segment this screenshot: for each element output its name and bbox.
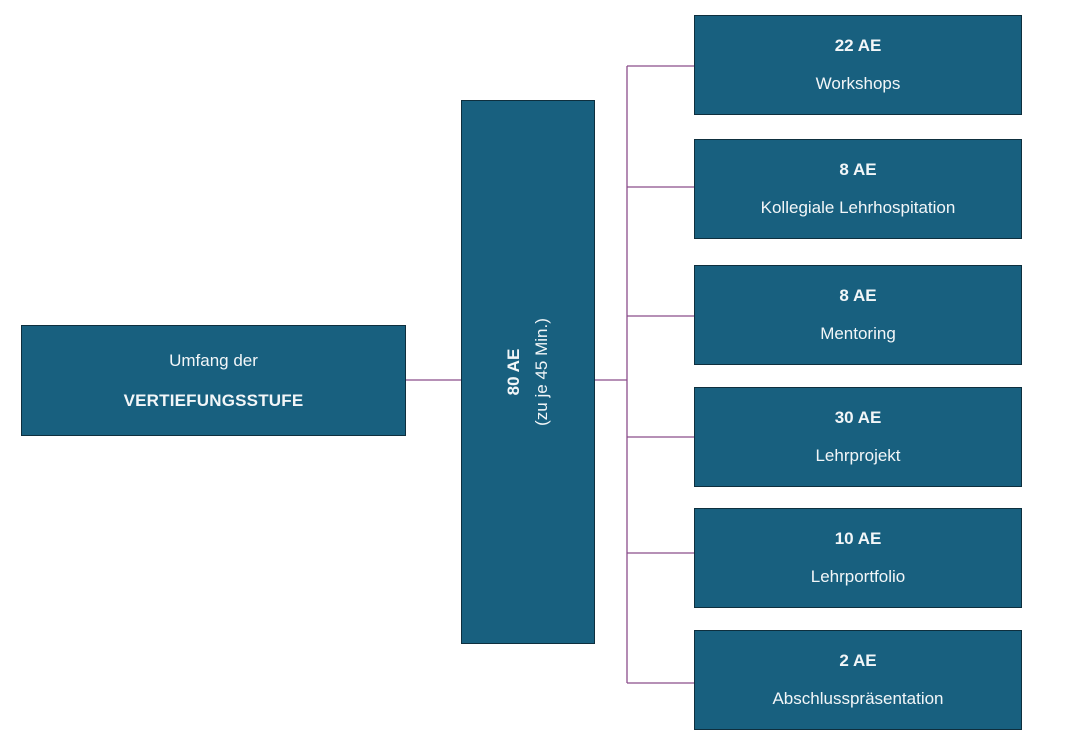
component-amount: 8 AE — [839, 286, 877, 305]
root-node-subtitle: Umfang der — [169, 350, 258, 370]
component-label: Mentoring — [820, 324, 896, 343]
component-amount: 8 AE — [839, 160, 877, 179]
component-label: Kollegiale Lehrhospitation — [760, 198, 956, 217]
component-label: Workshops — [815, 74, 901, 93]
component-amount: 2 AE — [839, 651, 877, 670]
component-node-hospitation: 8 AE Kollegiale Lehrhospitation — [694, 139, 1022, 239]
total-unit-note: (zu je 45 Min.) — [531, 318, 551, 426]
total-amount: 80 AE — [503, 348, 523, 396]
component-amount: 10 AE — [834, 529, 882, 548]
component-amount: 30 AE — [834, 408, 882, 427]
total-node: 80 AE (zu je 45 Min.) — [461, 100, 595, 644]
root-node-title: VERTIEFUNGSSTUFE — [123, 390, 304, 410]
component-node-lehrprojekt: 30 AE Lehrprojekt — [694, 387, 1022, 487]
component-amount: 22 AE — [834, 36, 882, 55]
component-label: Abschlusspräsentation — [772, 689, 944, 708]
component-node-mentoring: 8 AE Mentoring — [694, 265, 1022, 365]
component-node-lehrportfolio: 10 AE Lehrportfolio — [694, 508, 1022, 608]
component-node-abschluss: 2 AE Abschlusspräsentation — [694, 630, 1022, 730]
component-label: Lehrprojekt — [815, 446, 901, 465]
component-label: Lehrportfolio — [810, 567, 906, 586]
root-node-vertiefungsstufe: Umfang der VERTIEFUNGSSTUFE — [21, 325, 406, 436]
component-node-workshops: 22 AE Workshops — [694, 15, 1022, 115]
